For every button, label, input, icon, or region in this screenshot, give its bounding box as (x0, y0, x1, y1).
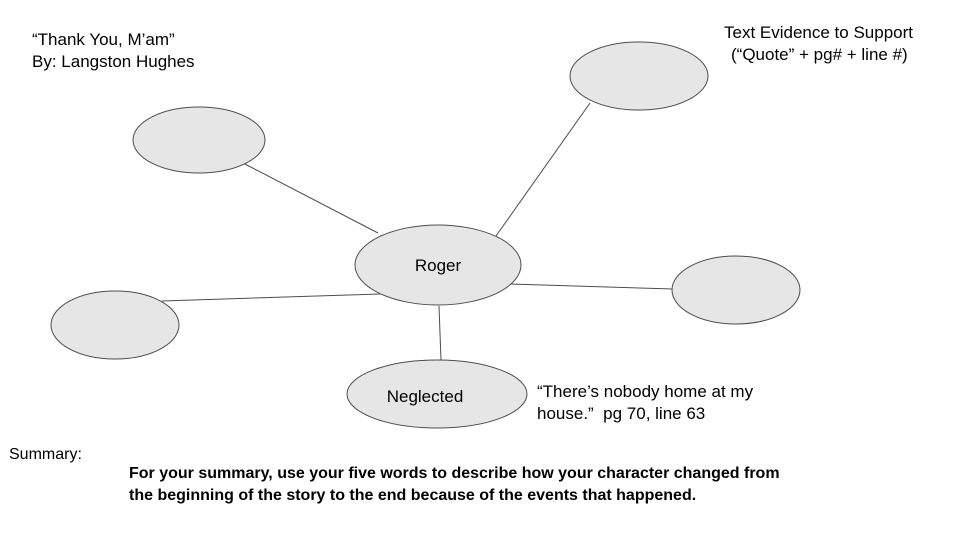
connector-left (161, 293, 381, 302)
evidence-header: Text Evidence to Support (724, 23, 914, 42)
trait-node-bottom (346, 359, 528, 429)
story-title: “Thank You, M’am” (32, 30, 175, 49)
connector-bottom (438, 305, 442, 361)
summary-label: Summary: (9, 446, 82, 463)
summary-instructions: For your summary, use your five words to… (129, 465, 780, 482)
story-author: By: Langston Hughes (32, 52, 195, 71)
connector-top-left (242, 162, 379, 234)
trait-node-top-right (569, 41, 709, 111)
connector-right (509, 283, 674, 290)
evidence-citation: house.” pg 70, line 63 (537, 404, 706, 423)
center-node-label: Roger (415, 256, 462, 275)
trait-node-left (50, 290, 180, 360)
evidence-quote: “There’s nobody home at my (537, 382, 754, 401)
center-node (354, 224, 522, 306)
trait-node-right (671, 255, 801, 325)
evidence-format: (“Quote” + pg# + line #) (731, 45, 908, 64)
summary-instructions-continued: the beginning of the story to the end be… (129, 487, 697, 504)
trait-node-top-left (132, 106, 266, 174)
connector-top-right (495, 102, 591, 237)
trait-node-bottom-label: Neglected (387, 387, 464, 406)
